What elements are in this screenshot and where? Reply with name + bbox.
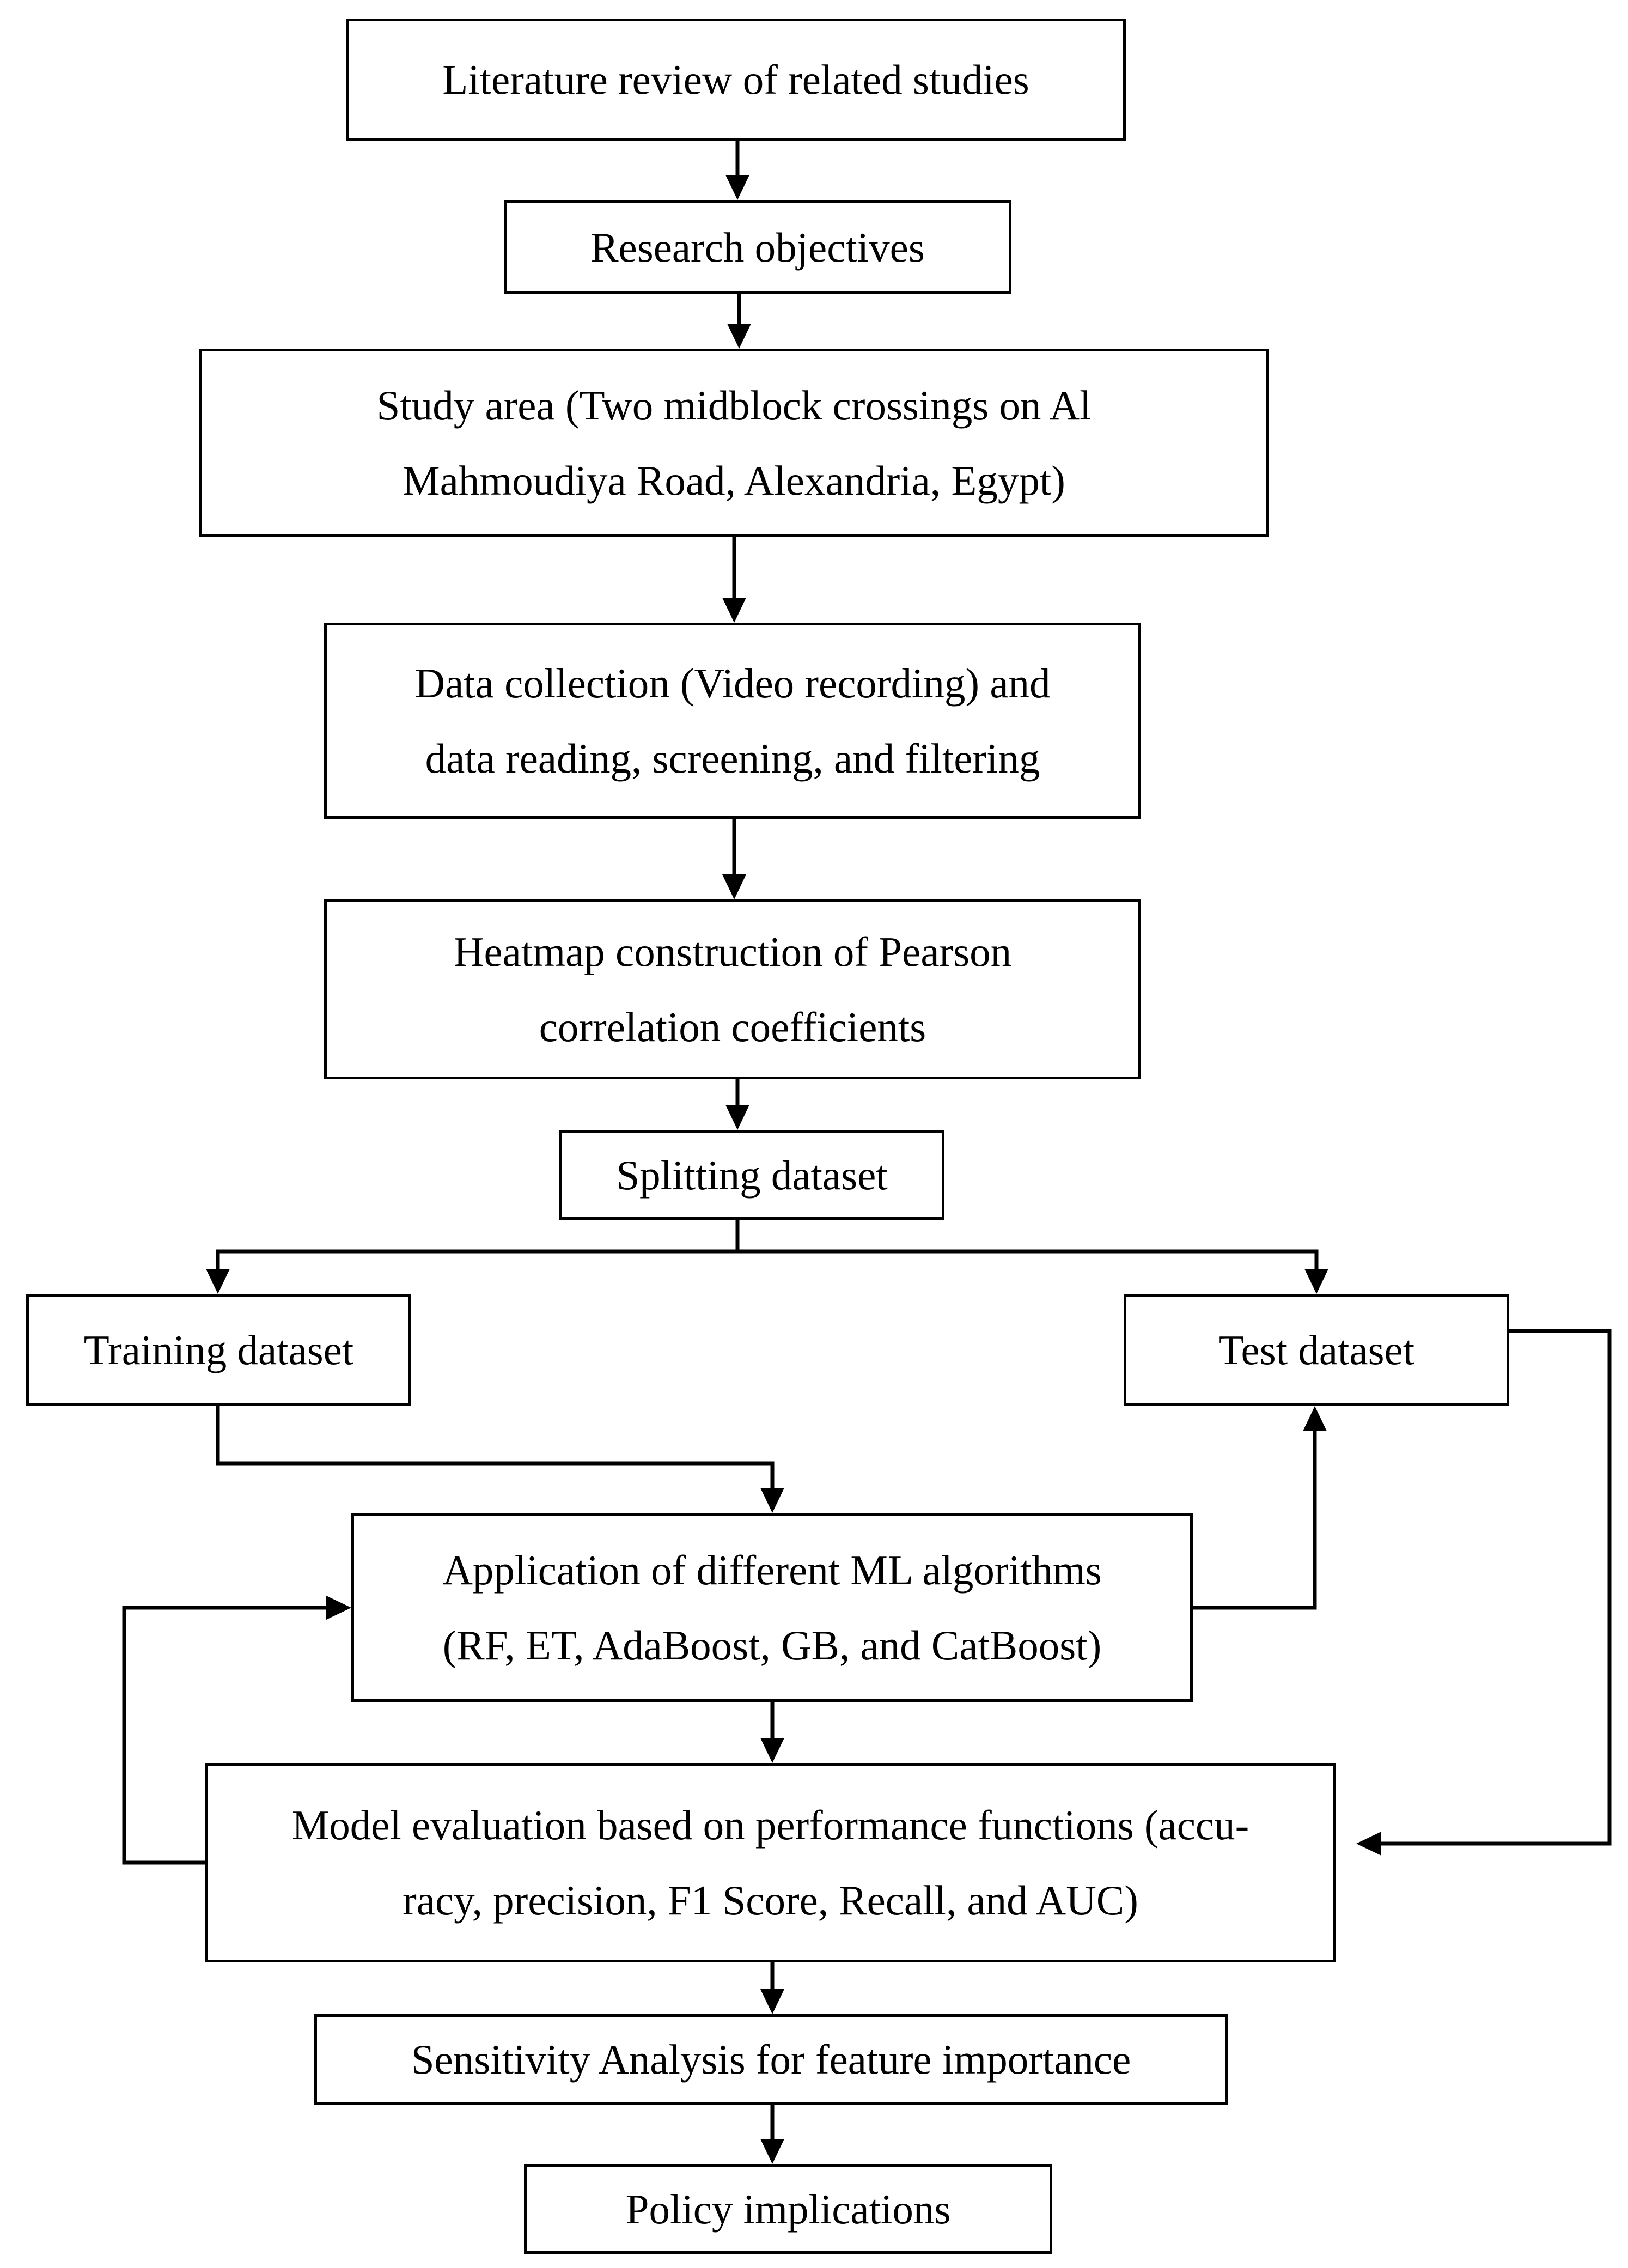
node-policy-implications: Policy implications bbox=[524, 2164, 1052, 2254]
arrow-evaluation-to-sensitivity bbox=[760, 1962, 784, 2014]
node-training-dataset-line-1: Training dataset bbox=[83, 1327, 354, 1373]
arrowhead-icon bbox=[725, 175, 749, 200]
arrow-evaluation-to-ml-algorithms bbox=[122, 1596, 351, 1865]
node-sensitivity-analysis-line-1: Sensitivity Analysis for feature importa… bbox=[411, 2036, 1131, 2083]
node-splitting-dataset-line-1: Splitting dataset bbox=[616, 1151, 888, 1199]
arrow-study-area-to-data-collection bbox=[722, 537, 746, 623]
connector-line bbox=[122, 1606, 326, 1865]
node-heatmap-construction-line-1: Heatmap construction of Pearson bbox=[453, 928, 1012, 975]
arrow-sensitivity-to-policy bbox=[760, 2105, 784, 2164]
arrow-ml-algorithms-to-test bbox=[1193, 1406, 1327, 1610]
node-study-area-line-1: Study area (Two midblock crossings on Al bbox=[376, 381, 1092, 429]
node-test-dataset-line-1: Test dataset bbox=[1218, 1327, 1415, 1373]
arrowhead-icon bbox=[722, 598, 746, 623]
arrowhead-icon bbox=[727, 324, 751, 349]
connector-line bbox=[216, 1406, 775, 1488]
connector-line bbox=[1193, 1431, 1317, 1610]
node-data-collection: Data collection (Video recording) and da… bbox=[324, 623, 1141, 819]
arrowhead-icon bbox=[1304, 1269, 1328, 1294]
arrow-heatmap-to-splitting bbox=[725, 1079, 749, 1130]
arrowhead-icon bbox=[760, 2139, 784, 2164]
arrowhead-icon bbox=[206, 1269, 230, 1294]
node-heatmap-construction: Heatmap construction of Pearson correlat… bbox=[324, 899, 1141, 1079]
node-model-evaluation-line-1: Model evaluation based on performance fu… bbox=[291, 1802, 1249, 1849]
node-model-evaluation-line-2: racy, precision, F1 Score, Recall, and A… bbox=[403, 1877, 1138, 1924]
node-literature-review: Literature review of related studies bbox=[346, 19, 1126, 141]
arrowhead-icon bbox=[1356, 1832, 1381, 1856]
arrowhead-icon bbox=[760, 1738, 784, 1763]
node-ml-algorithms-line-1: Application of different ML algorithms bbox=[442, 1546, 1102, 1594]
node-sensitivity-analysis: Sensitivity Analysis for feature importa… bbox=[314, 2014, 1228, 2105]
node-research-objectives-line-1: Research objectives bbox=[590, 223, 925, 271]
node-policy-implications-line-1: Policy implications bbox=[625, 2185, 951, 2233]
arrow-splitting-to-test bbox=[737, 1249, 1328, 1294]
node-training-dataset: Training dataset bbox=[26, 1294, 411, 1406]
node-ml-algorithms-line-2: (RF, ET, AdaBoost, GB, and CatBoost) bbox=[442, 1621, 1102, 1669]
node-model-evaluation: Model evaluation based on performance fu… bbox=[205, 1763, 1336, 1962]
node-literature-review-line-1: Literature review of related studies bbox=[442, 56, 1029, 103]
arrowhead-icon bbox=[760, 1488, 784, 1513]
node-heatmap-construction-line-2: correlation coefficients bbox=[539, 1004, 926, 1050]
node-data-collection-line-1: Data collection (Video recording) and bbox=[414, 660, 1051, 707]
node-study-area: Study area (Two midblock crossings on Al… bbox=[199, 349, 1269, 537]
arrowhead-icon bbox=[326, 1596, 351, 1620]
arrow-splitting-to-training bbox=[206, 1220, 740, 1294]
node-test-dataset: Test dataset bbox=[1124, 1294, 1509, 1406]
arrowhead-icon bbox=[1303, 1406, 1327, 1431]
arrowhead-icon bbox=[725, 1105, 749, 1130]
arrowhead-icon bbox=[722, 874, 746, 899]
node-data-collection-line-2: data reading, screening, and filtering bbox=[425, 735, 1040, 782]
node-study-area-line-2: Mahmoudiya Road, Alexandria, Egypt) bbox=[403, 457, 1065, 504]
connector-line bbox=[216, 1220, 740, 1269]
connector-line bbox=[1381, 1329, 1612, 1846]
node-ml-algorithms: Application of different ML algorithms (… bbox=[351, 1513, 1193, 1702]
node-research-objectives: Research objectives bbox=[504, 200, 1011, 294]
arrow-objectives-to-study-area bbox=[727, 294, 751, 349]
node-splitting-dataset: Splitting dataset bbox=[559, 1130, 944, 1220]
arrow-literature-to-objectives bbox=[725, 141, 749, 200]
arrow-data-collection-to-heatmap bbox=[722, 819, 746, 899]
arrowhead-icon bbox=[760, 1989, 784, 2014]
connector-line bbox=[737, 1249, 1319, 1269]
arrow-ml-algorithms-to-evaluation bbox=[760, 1702, 784, 1763]
arrow-test-to-evaluation bbox=[1356, 1329, 1612, 1856]
arrow-training-to-ml-algorithms bbox=[216, 1406, 784, 1513]
